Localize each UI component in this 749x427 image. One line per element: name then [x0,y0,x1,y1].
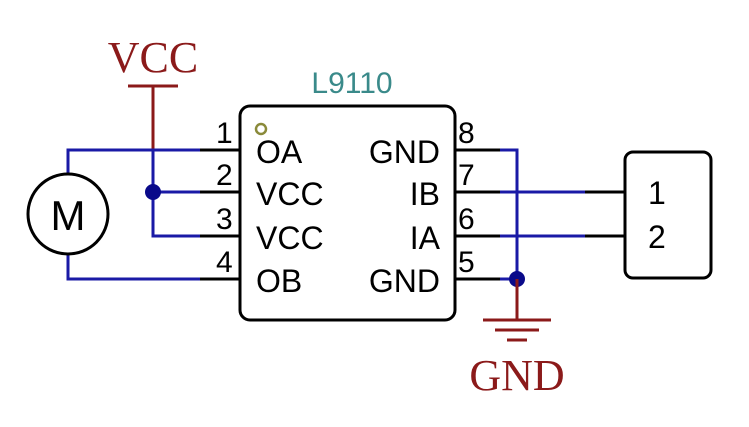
pin-name-vcc-3: VCC [256,220,324,256]
pin-name-ia: IA [410,220,441,256]
pin-name-gnd-8: GND [369,134,440,170]
connector-symbol: 1 2 [623,150,713,280]
pin-number-2: 2 [216,159,233,192]
pin-number-6: 6 [458,203,475,236]
pin1-marker [254,122,268,136]
connector-pin-2: 2 [648,219,666,255]
gnd-symbol: GND [469,279,565,400]
pin-number-8: 8 [458,117,475,150]
l9110-chip: L9110 1 2 3 4 8 7 6 5 OA VCC VCC OB GND … [216,67,475,322]
pin-number-4: 4 [216,246,233,279]
pin-name-ib: IB [410,176,440,212]
motor-oa-trace [66,148,202,178]
pin-number-5: 5 [458,246,475,279]
gnd-pins-trace [498,148,519,281]
gnd-net-label: GND [469,351,564,400]
motor-label: M [51,192,86,239]
vcc-symbol: VCC [108,33,198,150]
pin-number-7: 7 [458,159,475,192]
pin-name-gnd-5: GND [369,263,440,299]
vcc-trace [151,148,202,238]
pin-number-1: 1 [216,117,233,150]
motor-ob-trace [66,250,202,281]
vcc-junction [145,184,161,200]
pin-name-ob: OB [256,263,302,299]
pin-leads [200,148,625,281]
pin-number-3: 3 [216,203,233,236]
chip-title: L9110 [311,67,392,100]
motor-symbol: M [26,172,110,256]
vcc-net-label: VCC [108,33,198,82]
wires [66,148,587,281]
pin-name-oa: OA [256,134,303,170]
connector-pin-1: 1 [648,175,666,211]
pin-name-vcc-2: VCC [256,176,324,212]
